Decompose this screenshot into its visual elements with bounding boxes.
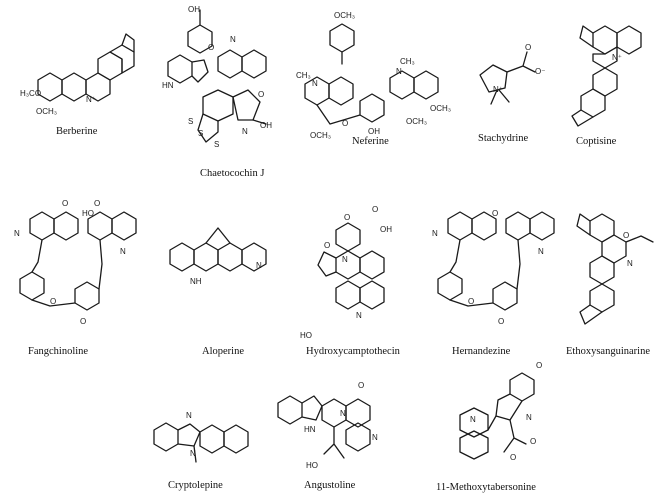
svg-text:OCH₃: OCH₃: [430, 104, 451, 113]
svg-text:OH: OH: [380, 225, 392, 234]
svg-text:N: N: [14, 229, 20, 238]
svg-text:N: N: [396, 67, 402, 76]
compound-name-hydroxycamptothecin: Hydroxycamptothecin: [306, 346, 400, 357]
svg-text:N: N: [356, 311, 362, 320]
svg-text:S: S: [198, 129, 203, 138]
svg-text:O: O: [468, 297, 474, 306]
svg-text:O: O: [498, 317, 504, 326]
compound-name-chaetocochin-j: Chaetocochin J: [200, 168, 265, 179]
svg-text:O: O: [623, 231, 629, 240]
neferine-structure: OCH₃ CH₃ N CH₃ N O OCH₃ OH OCH₃ OCH₃: [290, 6, 451, 156]
svg-text:O⁻: O⁻: [535, 67, 545, 76]
compound-name-berberine: Berberine: [56, 126, 98, 137]
svg-text:HN: HN: [162, 81, 174, 90]
svg-text:N: N: [256, 261, 262, 270]
svg-text:O: O: [62, 199, 68, 208]
svg-text:N: N: [190, 449, 196, 458]
compound-name-aloperine: Aloperine: [202, 346, 244, 357]
svg-text:OH: OH: [260, 121, 272, 130]
svg-text:OCH₃: OCH₃: [334, 11, 355, 20]
compound-name-cryptolepine: Cryptolepine: [168, 480, 223, 491]
svg-text:OCH₃: OCH₃: [406, 117, 427, 126]
compound-name-hernandezine: Hernandezine: [452, 346, 511, 357]
svg-text:N⁺: N⁺: [86, 95, 96, 104]
svg-text:S: S: [188, 117, 193, 126]
coptisine-structure: N⁺: [568, 8, 658, 138]
svg-text:OCH₃: OCH₃: [310, 131, 331, 140]
svg-text:N: N: [186, 411, 192, 420]
svg-text:N: N: [342, 255, 348, 264]
svg-text:HN: HN: [304, 425, 316, 434]
svg-text:O: O: [50, 297, 56, 306]
svg-text:O: O: [530, 437, 536, 446]
chaetocochin-j-structure: OH O N HN S S S OH N O: [148, 2, 278, 162]
svg-text:O: O: [80, 317, 86, 326]
svg-text:N: N: [242, 127, 248, 136]
svg-text:O: O: [358, 381, 364, 390]
compound-name-fangchinoline: Fangchinoline: [28, 346, 89, 357]
svg-text:N⁺: N⁺: [612, 53, 622, 62]
svg-text:O: O: [492, 209, 498, 218]
svg-text:O: O: [258, 90, 264, 99]
svg-text:OH: OH: [368, 127, 380, 136]
fangchinoline-structure: O O N HO N O O: [10, 194, 140, 344]
stachydrine-structure: O O⁻ N⁺: [465, 40, 555, 120]
svg-text:N: N: [312, 79, 318, 88]
svg-text:CH₃: CH₃: [296, 71, 311, 80]
svg-text:N: N: [627, 259, 633, 268]
compound-name-stachydrine: Stachydrine: [478, 133, 529, 144]
11-methoxytabersonine-structure: O N N O O: [430, 360, 570, 480]
svg-text:H₃CO: H₃CO: [20, 89, 41, 98]
svg-text:OH: OH: [188, 5, 200, 14]
svg-text:N: N: [372, 433, 378, 442]
ethoxysanguinarine-structure: O N: [565, 196, 665, 346]
compound-name-coptisine: Coptisine: [576, 136, 617, 147]
svg-text:N: N: [526, 413, 532, 422]
svg-text:CH₃: CH₃: [400, 57, 415, 66]
svg-text:N⁺: N⁺: [493, 85, 503, 94]
hydroxycamptothecin-structure: O OH O O N N HO: [296, 200, 416, 350]
svg-text:O: O: [208, 43, 214, 52]
compound-name-ethoxysanguinarine: Ethoxysanguinarine: [566, 346, 650, 357]
compound-name-11-methoxytabersonine: 11-Methoxytabersonine: [436, 482, 536, 493]
svg-text:O: O: [344, 213, 350, 222]
svg-text:O: O: [536, 361, 542, 370]
svg-text:NH: NH: [190, 277, 202, 286]
aloperine-structure: NH N: [160, 210, 300, 300]
svg-text:N: N: [538, 247, 544, 256]
svg-text:O: O: [372, 205, 378, 214]
cryptolepine-structure: N N: [146, 400, 256, 475]
compound-name-angustoline: Angustoline: [304, 480, 356, 491]
svg-text:N: N: [470, 415, 476, 424]
hernandezine-structure: N N O O O: [428, 194, 558, 344]
svg-text:O: O: [510, 453, 516, 462]
svg-text:N: N: [120, 247, 126, 256]
svg-text:N: N: [340, 409, 346, 418]
svg-text:O: O: [324, 241, 330, 250]
svg-text:N: N: [230, 35, 236, 44]
svg-text:O: O: [525, 43, 531, 52]
svg-text:HO: HO: [306, 461, 318, 470]
svg-text:HO: HO: [300, 331, 312, 340]
compound-name-neferine: Neferine: [352, 136, 389, 147]
svg-text:HO: HO: [82, 209, 94, 218]
svg-text:N: N: [432, 229, 438, 238]
angustoline-structure: O HN N N HO: [268, 368, 398, 478]
svg-text:S: S: [214, 140, 219, 149]
svg-text:O: O: [94, 199, 100, 208]
svg-text:OCH₃: OCH₃: [36, 107, 57, 116]
svg-text:O: O: [342, 119, 348, 128]
berberine-structure: H₃CO OCH₃ N⁺: [18, 30, 138, 125]
